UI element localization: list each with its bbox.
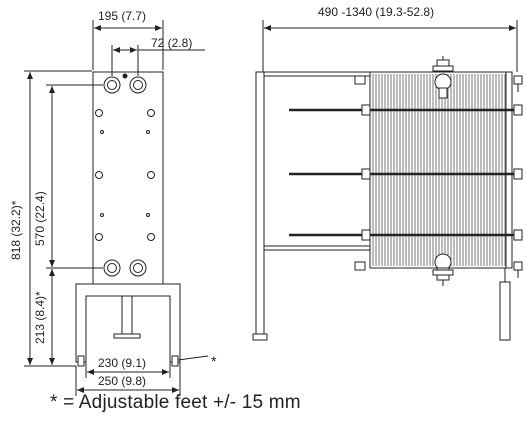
dim-port-vertical: 570 (22.4) (33, 191, 47, 246)
nozzle-bottom (432, 253, 454, 286)
pressure-plate (505, 71, 513, 269)
dim-asterisk: * (211, 353, 217, 369)
port-bottom-right (129, 259, 147, 277)
dim-foot-inner: 230 (9.1) (98, 356, 146, 370)
nozzle-top (432, 56, 454, 99)
port-top-left (103, 76, 121, 94)
footnote: * = Adjustable feet +/- 15 mm (50, 392, 301, 413)
dim-height-total: 818 (32.2)* (9, 200, 23, 260)
right-foot (499, 281, 511, 341)
bolt-holes (95, 109, 155, 241)
front-view (75, 71, 209, 367)
front-dimensions (24, 20, 205, 396)
foot-left (77, 355, 85, 367)
port-bottom-left (103, 259, 121, 277)
side-view (252, 20, 523, 341)
port-top-right (129, 76, 147, 94)
tie-bolts (289, 104, 523, 241)
dim-foot-outer: 250 (9.8) (98, 374, 146, 388)
dim-foot-height: 213 (8.4)* (33, 291, 47, 344)
dim-port-spacing: 72 (2.8) (151, 36, 192, 50)
support-column (255, 71, 265, 335)
dim-frame-length: 490 -1340 (19.3-52.8) (318, 5, 434, 19)
foot-right (171, 355, 179, 367)
dim-width-total: 195 (7.7) (98, 9, 146, 23)
